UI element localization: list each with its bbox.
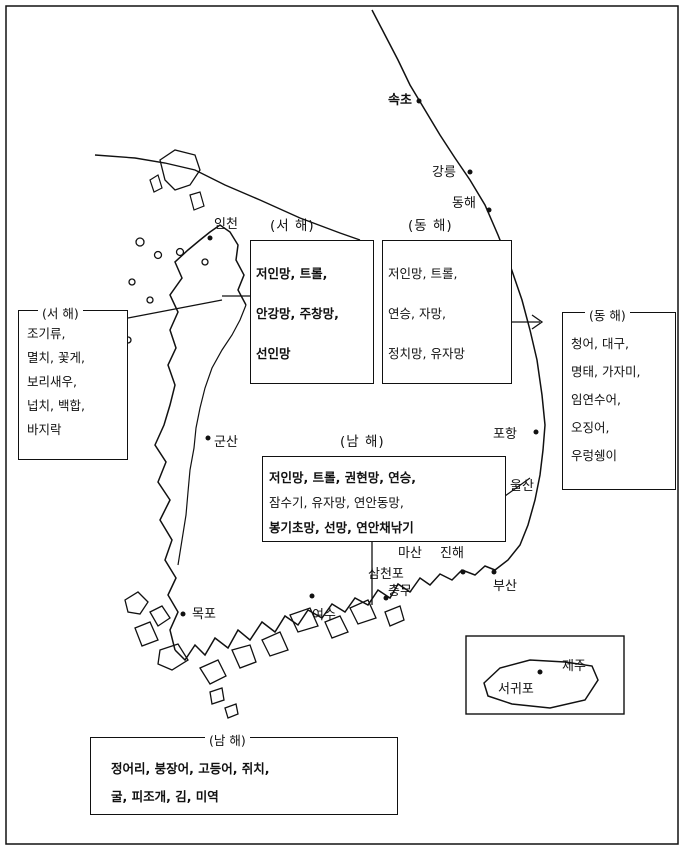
east-method-line: 정치망, 유자망 — [388, 346, 465, 361]
south-method-line: 저인망, 트롤, 권현망, 연승, — [269, 470, 417, 485]
west-method-line: 안강망, 주창망, — [256, 306, 339, 321]
city-dot-gangneung — [467, 169, 473, 175]
connector-east-box-arrow — [512, 314, 544, 330]
sw-island-c — [134, 621, 159, 647]
east-method-line: 저인망, 트롤, — [388, 266, 458, 281]
island-dot — [153, 250, 163, 260]
east-species-line: 명태, 가자미, — [571, 364, 641, 379]
south-method-line: 잠수기, 유자망, 연안동망, — [269, 495, 404, 510]
sw-island-d — [157, 643, 189, 671]
city-label-jinhae: 진해 — [440, 546, 464, 561]
city-dot-mokpo — [180, 611, 186, 617]
east-species-line: 청어, 대구, — [571, 336, 629, 351]
east-species-line: 임연수어, — [571, 392, 621, 407]
city-label-mokpo: 목포 — [192, 607, 216, 622]
west-species-box: 조기류, 멸치, 꽃게, 보리새우, 넙치, 백합, 바지락 — [18, 310, 128, 460]
city-label-busan: 부산 — [493, 579, 517, 594]
city-dot-jinhae — [460, 569, 466, 575]
west-species-line: 바지락 — [27, 422, 62, 437]
east-species-box: 청어, 대구, 명태, 가자미, 임연수어, 오징어, 우렁쉥이 — [562, 312, 676, 490]
dmz-line — [94, 154, 361, 241]
west-species-line: 넙치, 백합, — [27, 398, 85, 413]
city-dot-sokcho — [416, 98, 422, 104]
sea-label-east-upper: (동 해) — [408, 218, 453, 234]
island-dot — [201, 258, 209, 266]
city-dot-chungmu — [383, 595, 389, 601]
city-dot-gunsan — [205, 435, 211, 441]
city-label-ulsan: 울산 — [510, 479, 534, 494]
city-label-pohang: 포항 — [493, 427, 517, 442]
island-dot — [175, 247, 185, 257]
sw-island-j — [349, 599, 377, 625]
map-frame — [5, 5, 679, 845]
south-species-header: (남 해) — [205, 730, 250, 749]
sw-island-f — [231, 644, 257, 669]
west-species-line: 조기류, — [27, 326, 66, 341]
nw-island-1 — [159, 149, 201, 191]
jeju-inset-frame — [465, 635, 625, 715]
south-methods-box: 저인망, 트롤, 권현망, 연승, 잠수기, 유자망, 연안동망, 봉기초망, … — [262, 456, 506, 542]
city-label-samcheonpo: 삼천포 — [368, 567, 404, 582]
connector-south-box-ulsan — [504, 477, 531, 497]
jeju-island — [483, 659, 599, 709]
city-label-chungmu: 충무 — [388, 584, 412, 599]
island-dot — [146, 296, 154, 304]
sw-island-e — [199, 659, 227, 685]
east-methods-box: 저인망, 트롤, 연승, 자망, 정치망, 유자망 — [382, 240, 512, 384]
city-label-donghae: 동해 — [452, 196, 476, 211]
sw-island-b — [149, 605, 171, 627]
city-label-yeosu: 여수 — [312, 608, 336, 623]
sw-island-g — [261, 631, 289, 657]
west-methods-box: 저인망, 트롤, 안강망, 주창망, 선인망 — [250, 240, 374, 384]
south-method-line: 봉기초망, 선망, 연안채낚기 — [269, 520, 414, 535]
city-dot-pohang — [533, 429, 539, 435]
city-dot-incheon — [207, 235, 213, 241]
west-coast-lower-detail — [177, 304, 247, 566]
city-label-gangneung: 강릉 — [432, 165, 456, 180]
sea-label-south-mid: (남 해) — [340, 434, 385, 450]
city-label-gunsan: 군산 — [214, 435, 238, 450]
island-dot — [128, 278, 136, 286]
east-species-line: 우렁쉥이 — [571, 448, 618, 463]
east-species-line: 오징어, — [571, 420, 610, 435]
city-label-jeju: 제주 — [562, 659, 586, 674]
city-dot-jeju — [537, 669, 543, 675]
city-dot-donghae — [486, 207, 492, 213]
nw-island-2 — [149, 174, 163, 193]
south-species-line: 정어리, 붕장어, 고등어, 쥐치, — [111, 761, 270, 776]
connector-west-species-box — [127, 299, 223, 319]
city-label-seogwipo: 서귀포 — [498, 682, 534, 697]
west-species-header: (서 해) — [38, 303, 83, 322]
west-method-line: 저인망, 트롤, — [256, 266, 328, 281]
city-dot-busan — [491, 569, 497, 575]
west-species-line: 멸치, 꽃게, — [27, 350, 85, 365]
city-label-masan: 마산 — [398, 546, 422, 561]
west-species-line: 보리새우, — [27, 374, 77, 389]
sw-island-l — [209, 687, 225, 705]
east-method-line: 연승, 자망, — [388, 306, 446, 321]
south-coastline — [174, 565, 496, 662]
west-coastline — [154, 224, 247, 651]
city-label-sokcho: 속초 — [388, 93, 412, 108]
west-method-line: 선인망 — [256, 346, 291, 361]
sw-island-i — [324, 615, 349, 639]
sea-label-west-upper: (서 해) — [270, 218, 315, 234]
sw-island-a — [124, 591, 149, 615]
east-species-header: (동 해) — [585, 305, 630, 324]
island-dot — [135, 237, 145, 247]
sw-island-k — [384, 605, 405, 627]
city-label-incheon: 인천 — [214, 217, 238, 232]
south-species-line: 굴, 피조개, 김, 미역 — [111, 789, 219, 804]
sw-island-m — [224, 703, 239, 719]
city-dot-yeosu — [309, 593, 315, 599]
sw-island-h — [289, 607, 319, 633]
nw-island-3 — [189, 191, 205, 211]
